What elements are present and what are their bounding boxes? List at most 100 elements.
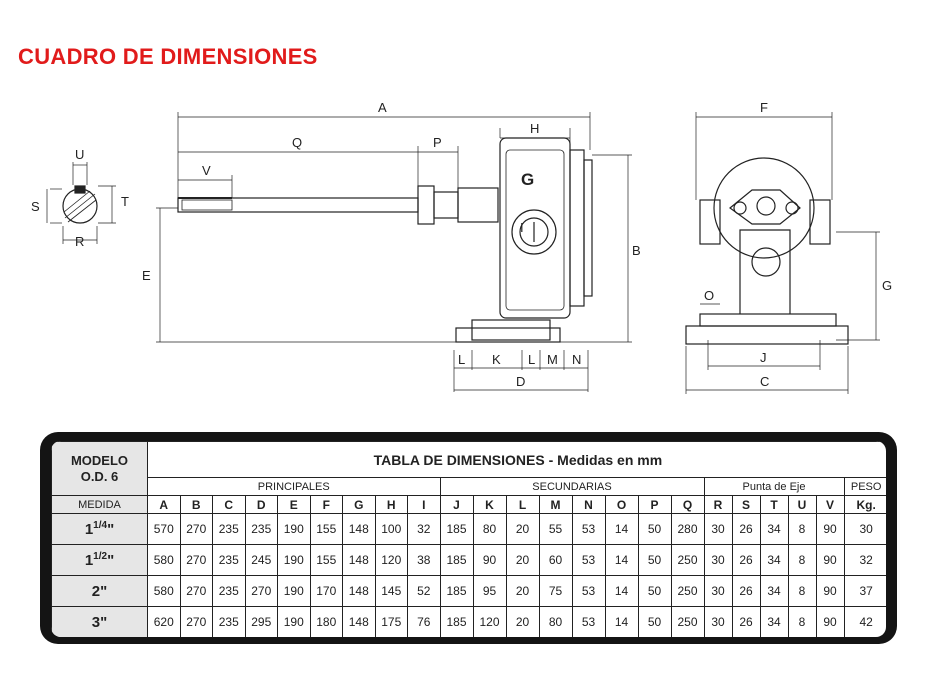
table-cell: 190	[277, 606, 311, 637]
medida-suffix: "	[107, 521, 115, 538]
table-cell: 76	[407, 606, 441, 637]
table-cell: 20	[505, 544, 540, 576]
table-cell: 14	[604, 575, 639, 607]
table-cell: 50	[637, 575, 672, 607]
column-header: R	[703, 495, 733, 514]
table-cell: 148	[342, 544, 376, 576]
dim-label-u: U	[75, 147, 84, 162]
table-cell: 190	[277, 575, 311, 607]
table-cell: 30	[703, 513, 733, 545]
table-cell: 148	[342, 606, 376, 637]
table-cell: 50	[637, 544, 672, 576]
table-cell: 90	[472, 544, 507, 576]
table-cell: 75	[538, 575, 573, 607]
table-cell: 185	[439, 606, 474, 637]
table-cell: 270	[244, 575, 278, 607]
table-cell: 155	[309, 544, 343, 576]
table-cell: 620	[147, 606, 181, 637]
column-header: P	[637, 495, 672, 514]
table-cell: 90	[815, 544, 845, 576]
table-cell: 250	[670, 575, 705, 607]
table-cell: 250	[670, 606, 705, 637]
table-cell: 14	[604, 606, 639, 637]
dim-label-b: B	[632, 243, 641, 258]
medida-cell: 11/2"	[51, 544, 148, 576]
table-cell: 14	[604, 513, 639, 545]
table-cell: 30	[703, 606, 733, 637]
table-cell: 38	[407, 544, 441, 576]
table-cell: 295	[244, 606, 278, 637]
table-cell: 235	[212, 606, 246, 637]
group-principales: PRINCIPALES	[147, 477, 441, 496]
dim-label-i: I	[520, 220, 524, 235]
table-cell: 52	[407, 575, 441, 607]
medida-cell: 3"	[51, 606, 148, 637]
dim-label-o: O	[704, 288, 714, 303]
table-cell: 190	[277, 544, 311, 576]
table-cell: 170	[309, 575, 343, 607]
column-header: A	[147, 495, 181, 514]
table-cell: 145	[374, 575, 408, 607]
dim-label-f: F	[760, 100, 768, 115]
group-punta-eje: Punta de Eje	[703, 477, 845, 496]
dim-label-v: V	[202, 163, 211, 178]
medida-whole: 3"	[91, 613, 108, 631]
table-cell: 148	[342, 513, 376, 545]
table-cell: 270	[179, 575, 213, 607]
table-cell: 148	[342, 575, 376, 607]
dim-label-h: H	[530, 121, 539, 136]
table-cell: 60	[538, 544, 573, 576]
column-header: M	[538, 495, 573, 514]
table-cell: 8	[787, 513, 817, 545]
dim-label-n: N	[572, 352, 581, 367]
table-cell: 280	[670, 513, 705, 545]
table-cell: 245	[244, 544, 278, 576]
column-header: K	[472, 495, 507, 514]
dim-label-t: T	[121, 194, 129, 209]
table-cell: 32	[407, 513, 441, 545]
medida-header: MEDIDA	[51, 495, 148, 514]
table-cell: 570	[147, 513, 181, 545]
table-cell: 120	[472, 606, 507, 637]
column-header: F	[309, 495, 343, 514]
pump-body	[499, 137, 571, 319]
table-cell: 30	[703, 544, 733, 576]
modelo-cell: MODELO O.D. 6	[51, 441, 148, 496]
table-title: TABLA DE DIMENSIONES - Medidas en mm	[147, 441, 886, 478]
dim-label-s: S	[31, 199, 40, 214]
table-cell: 270	[179, 513, 213, 545]
medida-fraction: 1/2	[93, 551, 108, 562]
dim-label-p: P	[433, 135, 442, 150]
table-cell: 270	[179, 606, 213, 637]
modelo-value: O.D. 6	[80, 468, 119, 484]
side-view-base	[685, 325, 849, 345]
table-cell: 8	[787, 544, 817, 576]
table-cell: 34	[759, 575, 789, 607]
medida-cell: 11/4"	[51, 513, 148, 545]
table-cell: 190	[277, 513, 311, 545]
table-cell: 20	[505, 606, 540, 637]
dim-label-c: C	[760, 374, 769, 389]
table-cell: 8	[787, 575, 817, 607]
dim-label-l1: L	[458, 352, 465, 367]
dim-label-g: G	[882, 278, 892, 293]
table-cell: 90	[815, 606, 845, 637]
column-header: U	[787, 495, 817, 514]
table-cell: 235	[212, 575, 246, 607]
dim-label-l2: L	[528, 352, 535, 367]
column-header: E	[277, 495, 311, 514]
table-cell: 185	[439, 575, 474, 607]
column-header: V	[815, 495, 845, 514]
side-view-housing	[713, 157, 815, 259]
medida-whole: 2"	[91, 582, 108, 600]
column-header: B	[179, 495, 213, 514]
dimensions-table: MODELO O.D. 6 TABLA DE DIMENSIONES - Med…	[51, 441, 886, 637]
dim-label-k: K	[492, 352, 501, 367]
table-cell: 20	[505, 575, 540, 607]
table-cell: 30	[703, 575, 733, 607]
table-cell: 580	[147, 544, 181, 576]
column-header: S	[731, 495, 761, 514]
column-header: Kg.	[843, 495, 886, 514]
